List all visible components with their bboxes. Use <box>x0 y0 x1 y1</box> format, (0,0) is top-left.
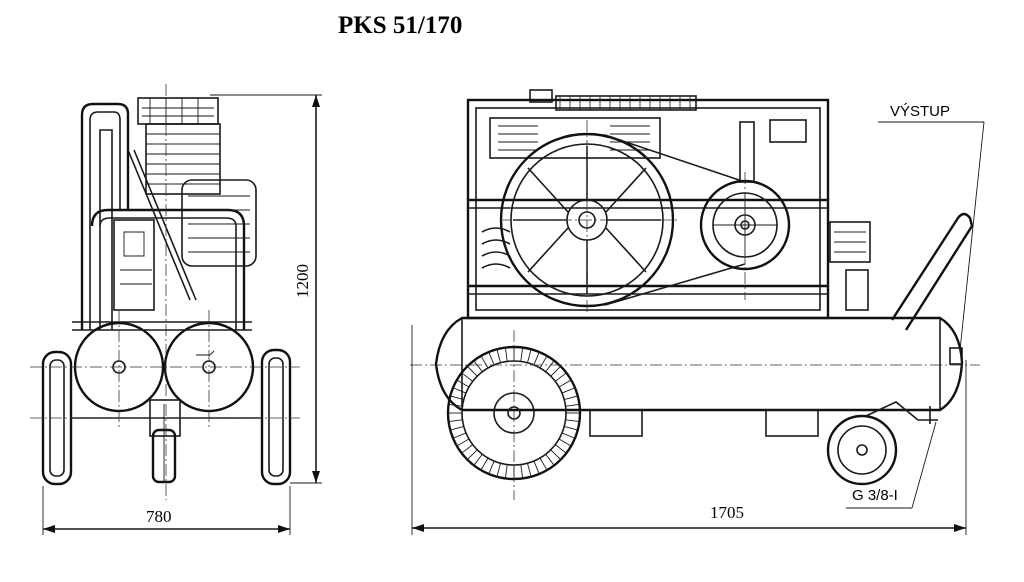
wheel-tread-line <box>561 432 575 439</box>
wheel-tread-line <box>505 348 508 362</box>
wheel-tread-line <box>488 352 495 366</box>
wheel-tread-line <box>481 356 489 369</box>
wheel-tread-line <box>520 464 523 478</box>
wheel-tread-line <box>474 361 483 373</box>
wheel-tread-line <box>451 426 464 431</box>
side-cooler-coil <box>481 227 511 269</box>
wheel-tread-line <box>564 426 577 431</box>
side-view <box>410 89 980 500</box>
wheel-tread-line <box>565 404 579 407</box>
wheel-tread-line <box>496 350 501 363</box>
front-view <box>30 84 300 500</box>
thread-label-group: G 3/8-I <box>846 421 937 509</box>
wheel-tread-line <box>539 457 547 470</box>
wheel-tread-line <box>505 464 508 478</box>
wheel-tread-line <box>558 380 571 388</box>
dimension-side-length-label: 1705 <box>710 503 744 522</box>
wheel-tread-line <box>467 449 478 460</box>
wheel-tread-line <box>564 395 577 400</box>
drawing-title: PKS 51/170 <box>338 12 462 39</box>
outlet-label: VÝSTUP <box>890 103 950 120</box>
wheel-tread-line <box>453 432 467 439</box>
wheel-tread-line <box>527 463 532 476</box>
side-frame <box>466 98 830 320</box>
front-compressor-head <box>113 97 257 311</box>
wheel-tread-line <box>520 348 523 362</box>
wheel-tread-line <box>451 395 464 400</box>
side-compressor-block <box>489 89 807 183</box>
wheel-tread-line <box>453 387 467 394</box>
wheel-tread-line <box>539 356 547 369</box>
dimension-side-length: 1705 <box>411 325 967 535</box>
wheel-tread-line <box>462 444 474 453</box>
dimension-height: 1200 <box>210 94 322 484</box>
wheel-tread-line <box>554 444 566 453</box>
dimension-front-width: 780 <box>42 486 291 535</box>
dimension-front-width-label: 780 <box>146 507 172 526</box>
side-caster-wheel <box>826 401 938 486</box>
wheel-tread-line <box>527 350 532 363</box>
wheel-tread-line <box>457 438 470 446</box>
dimension-height-label: 1200 <box>293 264 312 298</box>
wheel-tread-line <box>561 387 575 394</box>
wheel-tread-line <box>565 419 579 422</box>
wheel-tread-line <box>496 463 501 476</box>
side-tank <box>434 316 964 437</box>
wheel-tread-line <box>558 438 571 446</box>
wheel-tread-line <box>462 373 474 382</box>
front-frame <box>72 102 252 331</box>
wheel-tread-line <box>533 460 540 474</box>
wheel-tread-line <box>449 419 463 422</box>
wheel-tread-line <box>474 453 483 465</box>
wheel-tread-line <box>545 453 554 465</box>
outlet-label-group: VÝSTUP <box>878 103 985 351</box>
wheel-tread-line <box>467 366 478 377</box>
side-pressure-switch <box>829 221 871 311</box>
thread-label: G 3/8-I <box>852 487 898 504</box>
wheel-tread-line <box>457 380 470 388</box>
wheel-tread-line <box>481 457 489 470</box>
wheel-tread-line <box>554 373 566 382</box>
wheel-tread-line <box>550 366 561 377</box>
wheel-tread-line <box>533 352 540 366</box>
wheel-tread-line <box>545 361 554 373</box>
wheel-tread-line <box>488 460 495 474</box>
side-handle <box>890 212 974 331</box>
wheel-tread-line <box>449 404 463 407</box>
wheel-tread-line <box>550 449 561 460</box>
